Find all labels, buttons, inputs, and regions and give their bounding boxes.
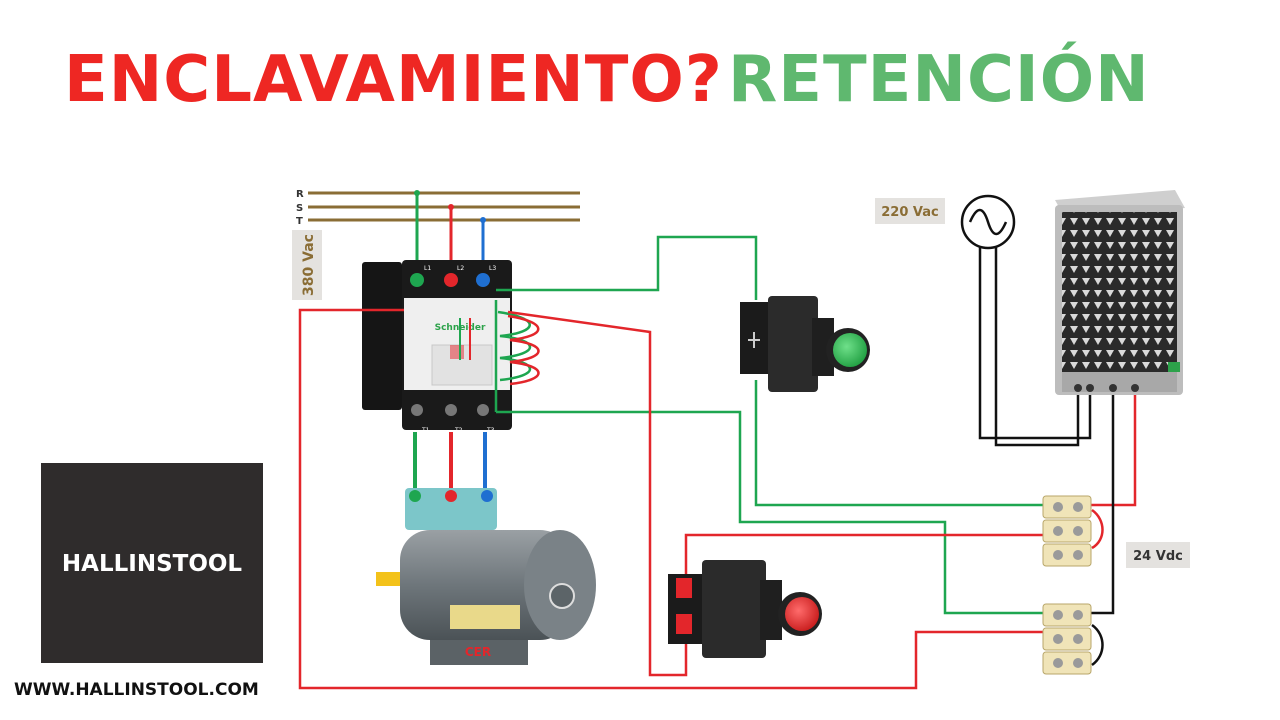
power-supply bbox=[1055, 190, 1185, 395]
phase-label-r: R bbox=[296, 189, 304, 200]
stop-button-cap bbox=[785, 597, 819, 631]
terminal-t1: T1 bbox=[421, 427, 430, 434]
terminal-block-upper bbox=[1042, 495, 1092, 567]
psu-output-label: 24 Vdc bbox=[1133, 549, 1183, 564]
website-link[interactable]: WWW.HALLINSTOOL.COM bbox=[14, 680, 259, 700]
phase-label-s: S bbox=[296, 203, 303, 214]
ac-source: 220 Vac bbox=[875, 194, 1016, 250]
supply-voltage-tag: 380 Vac bbox=[292, 230, 322, 300]
terminal-l2: L2 bbox=[457, 265, 464, 272]
motor-brand: CER bbox=[465, 645, 491, 659]
sine-wave-icon bbox=[968, 208, 1008, 236]
title-enclavamiento: ENCLAVAMIENTO? bbox=[64, 43, 723, 117]
logo-text: HALLINSTOOL bbox=[61, 551, 243, 577]
phase-bus: R S T bbox=[296, 189, 580, 227]
phase-label-t: T bbox=[296, 216, 303, 227]
start-button bbox=[740, 296, 870, 392]
terminal-l1: L1 bbox=[424, 265, 431, 272]
psu-input-label: 220 Vac bbox=[881, 205, 939, 220]
logo: HALLINSTOOL bbox=[41, 463, 263, 663]
contactor: Schneider L1 L2 L3 T1 T2 T3 bbox=[362, 260, 540, 434]
start-button-cap bbox=[833, 333, 867, 367]
psu-output-tag: 24 Vdc bbox=[1126, 542, 1190, 568]
motor: CER bbox=[376, 488, 596, 665]
terminal-t2: T2 bbox=[454, 427, 463, 434]
title-retencion: RETENCIÓN bbox=[728, 43, 1150, 117]
supply-voltage-label: 380 Vac bbox=[301, 234, 317, 296]
control-wiring bbox=[298, 235, 1137, 690]
terminal-l3: L3 bbox=[489, 265, 496, 272]
stop-button bbox=[668, 560, 822, 658]
terminal-block-lower bbox=[1042, 603, 1092, 675]
terminal-t3: T3 bbox=[486, 427, 495, 434]
